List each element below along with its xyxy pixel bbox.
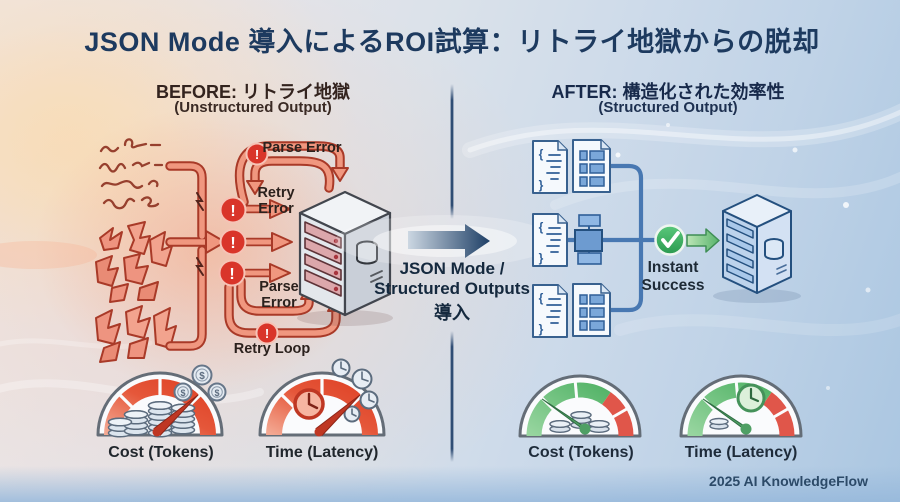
transition-label-line3: 導入: [434, 303, 470, 323]
brace-glyph: {: [539, 220, 544, 234]
brace-glyph: }: [539, 178, 544, 192]
dollar-coin-icon: $ $ $: [173, 364, 227, 402]
gauge-label-before-cost: Cost (Tokens): [108, 444, 214, 461]
divider-bottom: [450, 331, 454, 462]
before-subheading: (Unstructured Output): [174, 99, 332, 116]
table-document-icon: [572, 283, 611, 337]
after-heading: AFTER: 構造化された効率性: [551, 82, 785, 102]
brace-glyph: }: [539, 322, 544, 336]
gauge-time-after: [679, 374, 803, 438]
brace-glyph: }: [539, 251, 544, 265]
dollar-glyph: $: [214, 388, 219, 398]
label-instant-success: Instant Success: [641, 259, 705, 295]
gauge-needle: [314, 394, 361, 437]
bottom-accent-band: [0, 466, 900, 502]
clock-icon: [293, 388, 325, 420]
gauge-cost-after: [518, 374, 642, 438]
database-icon: [764, 238, 784, 260]
error-badge-icon: !: [245, 142, 269, 166]
clock-icon: [736, 383, 766, 413]
exclamation-glyph: !: [255, 147, 259, 162]
clock-icon: [331, 358, 379, 423]
flowchart-icon: [574, 214, 603, 265]
divider-top: [450, 84, 454, 219]
arrow-right-icon: [408, 224, 490, 258]
json-document-icon: { }: [532, 284, 568, 338]
credit-text: 2025 AI KnowledgeFlow: [709, 473, 868, 489]
exclamation-glyph: !: [230, 235, 235, 252]
table-document-icon: [572, 139, 611, 193]
check-circle-icon: [654, 224, 686, 256]
gauge-needle: [152, 394, 199, 437]
sparkle-dots: [615, 108, 871, 390]
error-badge-icon: !: [219, 196, 247, 224]
transition-label-line2: Structured Outputs: [374, 279, 530, 298]
gauge-label-after-time: Time (Latency): [684, 444, 798, 461]
page-title: JSON Mode 導入によるROI試算：リトライ地獄からの脱却: [84, 27, 820, 57]
scribble-text-icon: [98, 138, 164, 210]
transition-zone: [335, 84, 555, 462]
label-parse-error-bottom: Parse Error: [259, 279, 299, 312]
gauge-label-before-time: Time (Latency): [265, 444, 379, 461]
label-parse-error-top: Parse Error: [262, 140, 342, 156]
error-badge-icon: !: [218, 259, 246, 287]
after-subheading: (Structured Output): [598, 99, 738, 116]
arrow-right-icon: [686, 228, 720, 253]
gauge-cost-before: $ $ $: [96, 364, 227, 438]
request-arrows: [241, 199, 293, 283]
gauge-label-after-cost: Cost (Tokens): [528, 444, 634, 461]
coin-stack-icon: [709, 417, 729, 430]
torn-paper-icon: [95, 305, 177, 363]
exclamation-glyph: !: [229, 266, 234, 283]
label-retry-error: Retry Error: [257, 185, 295, 218]
server-icon: [713, 194, 801, 303]
before-diagram: ! ! ! ! !: [95, 138, 393, 363]
gauge-time-before: [258, 358, 386, 437]
input-converge-arrows: [165, 161, 226, 351]
gauge-needle: [541, 398, 591, 435]
exclamation-glyph: !: [230, 203, 235, 220]
database-icon: [356, 240, 378, 265]
brace-glyph: {: [539, 147, 544, 161]
before-heading: BEFORE: リトライ地獄: [155, 82, 351, 102]
error-badge-icon: !: [219, 228, 247, 256]
server-icon: [297, 190, 393, 326]
json-document-icon: { }: [532, 213, 568, 267]
error-badge-icon: !: [255, 321, 279, 345]
dollar-glyph: $: [199, 371, 205, 382]
json-document-icon: { }: [532, 140, 568, 194]
transition-label-line1: JSON Mode /: [399, 259, 505, 278]
exclamation-glyph: !: [265, 326, 269, 341]
dollar-glyph: $: [180, 388, 185, 398]
brace-glyph: {: [539, 291, 544, 305]
gauge-needle: [702, 398, 752, 435]
label-retry-loop: Retry Loop: [233, 341, 311, 357]
after-diagram: { } { } { }: [532, 139, 801, 338]
torn-paper-icon: [95, 221, 173, 303]
